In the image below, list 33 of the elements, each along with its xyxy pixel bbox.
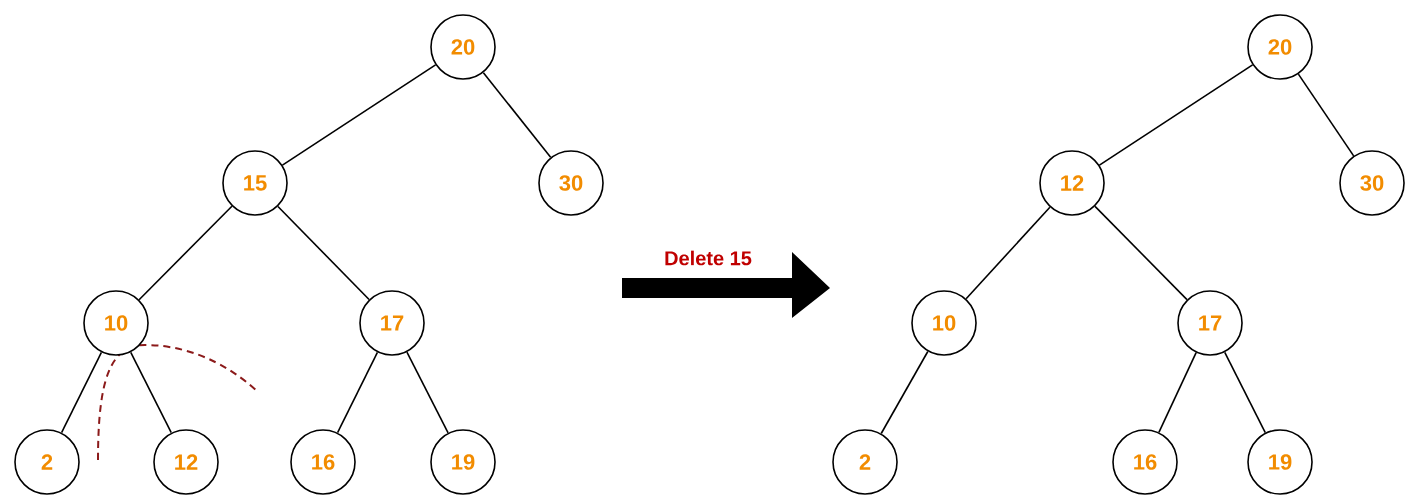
tree-edge bbox=[281, 64, 437, 166]
tree-edge bbox=[129, 351, 173, 434]
tree-node: 20 bbox=[1247, 14, 1313, 80]
tree-edge bbox=[336, 351, 379, 434]
tree-node: 2 bbox=[14, 429, 80, 495]
tree-node: 16 bbox=[290, 429, 356, 495]
tree-node: 30 bbox=[1339, 150, 1405, 216]
tree-edge bbox=[482, 71, 552, 159]
tree-edge bbox=[60, 351, 103, 434]
tree-node: 17 bbox=[359, 290, 425, 356]
tree-edge bbox=[1158, 351, 1197, 434]
tree-node: 17 bbox=[1177, 290, 1243, 356]
tree-node: 30 bbox=[538, 150, 604, 216]
tree-edge bbox=[1094, 205, 1188, 301]
tree-node: 2 bbox=[832, 429, 898, 495]
tree-node: 19 bbox=[430, 429, 496, 495]
arrow-label: Delete 15 bbox=[665, 250, 752, 266]
tree-edge bbox=[277, 205, 370, 301]
tree-node: 19 bbox=[1247, 429, 1313, 495]
tree-node: 10 bbox=[83, 290, 149, 356]
tree-edge bbox=[1297, 73, 1355, 157]
tree-edge bbox=[138, 205, 233, 301]
tree-edge bbox=[1098, 64, 1254, 166]
tree-node: 20 bbox=[430, 14, 496, 80]
tree-edge bbox=[1223, 351, 1267, 434]
tree-node: 12 bbox=[153, 429, 219, 495]
tree-edge bbox=[965, 206, 1051, 300]
tree-node: 15 bbox=[222, 150, 288, 216]
tree-node: 12 bbox=[1039, 150, 1105, 216]
tree-edge bbox=[406, 351, 449, 434]
tree-node: 16 bbox=[1112, 429, 1178, 495]
tree-node: 10 bbox=[911, 290, 977, 356]
tree-edge bbox=[880, 350, 929, 435]
